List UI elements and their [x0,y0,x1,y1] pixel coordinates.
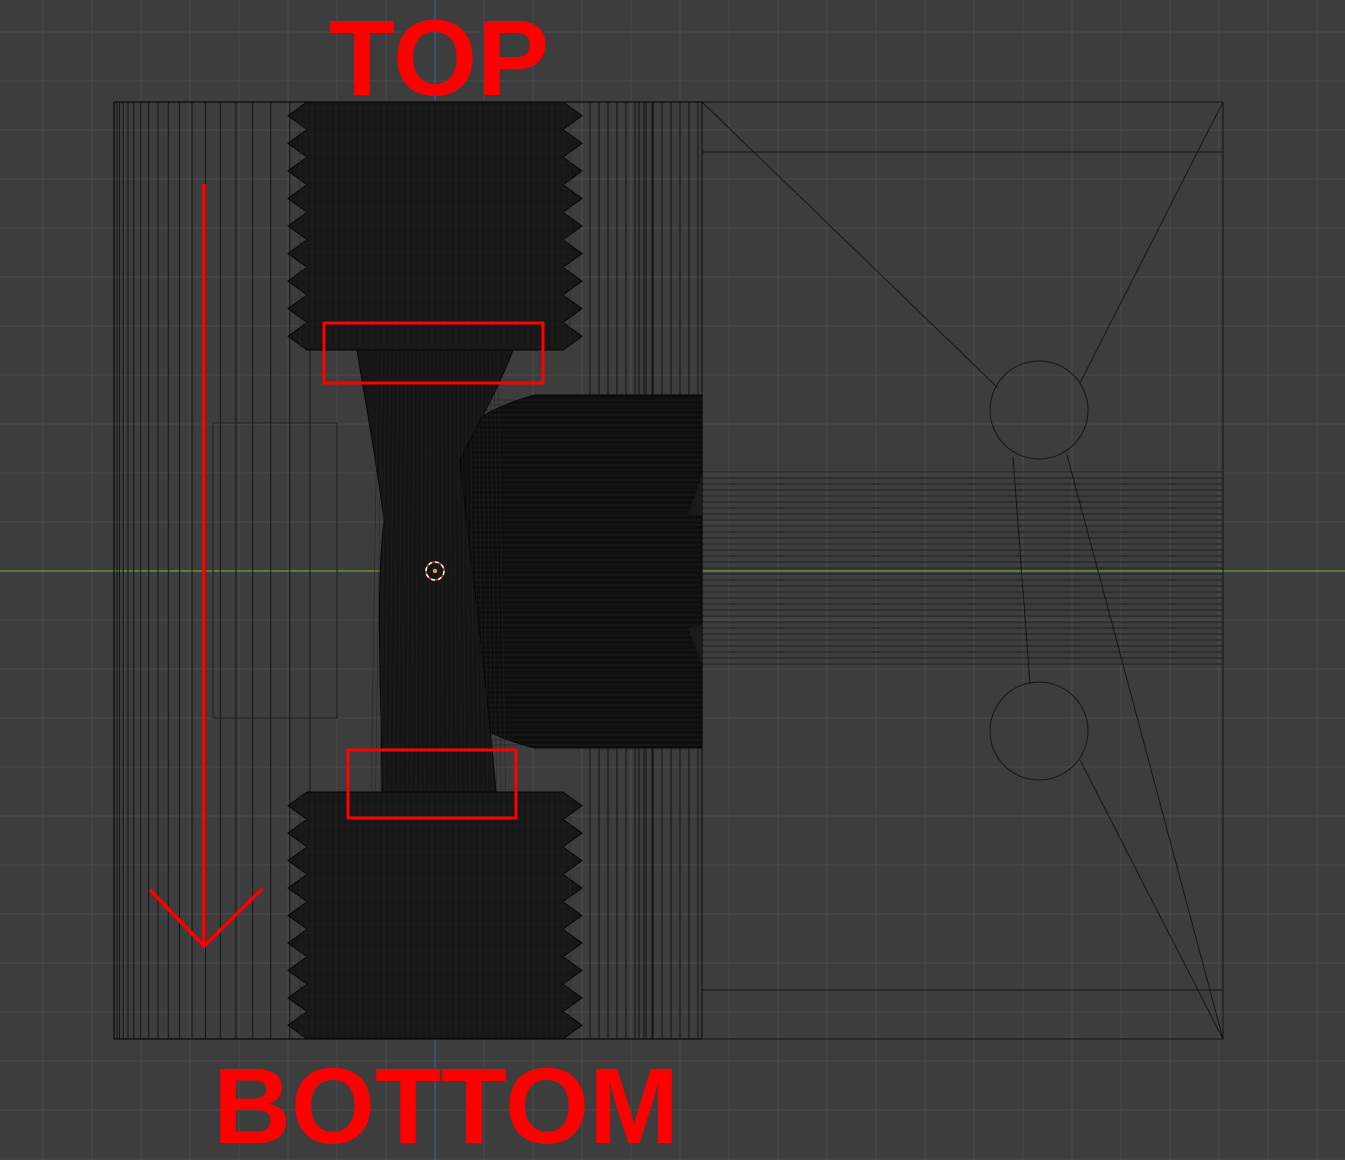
dome-detail-top [688,475,702,515]
bottom-thread-section[interactable] [287,791,583,1040]
top-thread-section[interactable] [287,101,583,351]
inner-cutout-outline [212,422,338,719]
neck-loop [420,351,423,791]
neck-loop [445,351,448,791]
3d-cursor-icon[interactable] [425,561,445,581]
down-arrow-icon [148,184,264,949]
neck-loop [406,351,411,791]
neck-loop [384,351,391,791]
right-box-wireframe[interactable] [701,101,1224,1040]
neck-loop [493,351,502,791]
neck-loop [465,351,470,791]
bottom-highlight-box [346,748,518,820]
neck-loop [461,351,466,791]
neck-loop [429,351,431,791]
top-thread-mesh-lines [299,104,571,348]
neck-loop [393,351,399,791]
neck-loop [485,351,493,791]
neck-loop [497,351,506,791]
neck-loop [453,351,457,791]
neck-loop [402,351,407,791]
neck-loop [397,351,403,791]
neck-loop [457,351,462,791]
lower-hole-circle [989,681,1089,781]
neck-loop [469,351,475,791]
neck-loop [375,351,383,791]
neck-loop [388,351,395,791]
upper-hole-circle [989,360,1089,460]
neck-loop [411,351,415,791]
neck-loop [473,351,479,791]
red-annotations: TOP BOTTOM [148,0,679,1160]
dome-detail-bottom [688,625,702,665]
neck-loop [441,351,444,791]
neck-loop [477,351,484,791]
bottom-label: BOTTOM [213,1045,679,1160]
neck-loop [379,351,387,791]
neck-loop [449,351,453,791]
top-highlight-box [322,321,545,385]
bottom-thread-mesh-lines [299,794,571,1037]
right-box-edge-loops [702,471,1223,665]
dome-edge-loops [470,399,702,746]
neck-loop [481,351,488,791]
neck-loop [489,351,497,791]
neck-edge-loops [370,351,506,791]
neck-loop [370,351,379,791]
neck-loop [415,351,419,791]
top-label: TOP [329,0,549,118]
